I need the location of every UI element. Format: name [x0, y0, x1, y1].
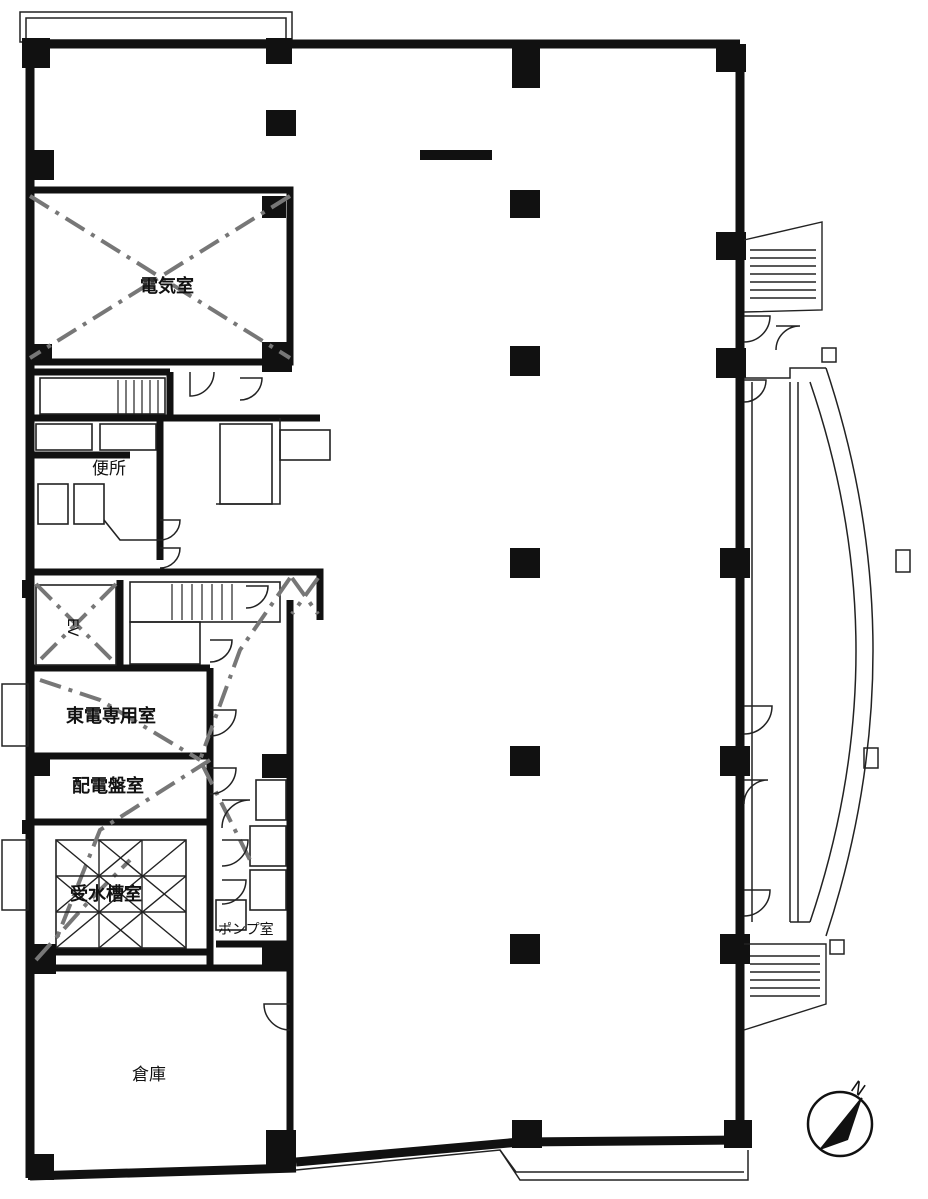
dashdot-lines — [28, 194, 320, 962]
external-stairs — [743, 221, 827, 1031]
doors — [159, 315, 801, 1031]
water-tank-grid — [55, 839, 187, 949]
roof-frame — [19, 11, 293, 43]
compass-icon: N — [806, 1077, 874, 1158]
room-label-electrical: 電気室 — [140, 275, 194, 297]
room-label-storage: 倉庫 — [132, 1065, 166, 1085]
room-label-elevator: EV — [64, 618, 80, 637]
room-label-tepco: 東電専用室 — [66, 705, 156, 727]
bottom-balcony — [295, 1149, 749, 1181]
core-thin-lines — [35, 377, 331, 949]
room-label-pump: ポンプ室 — [218, 921, 274, 938]
core-walls — [30, 186, 324, 1168]
room-label-toilet: 便所 — [92, 459, 126, 479]
columns — [22, 38, 752, 1180]
core-stair-treads — [117, 380, 233, 620]
exterior-walls — [25, 39, 745, 1181]
room-label-water-tank: 受水槽室 — [70, 883, 142, 905]
left-side-boxes — [1, 683, 29, 911]
right-balcony — [744, 347, 911, 955]
compass-north-label: N — [847, 1077, 869, 1101]
room-label-switchboard: 配電盤室 — [72, 775, 144, 797]
